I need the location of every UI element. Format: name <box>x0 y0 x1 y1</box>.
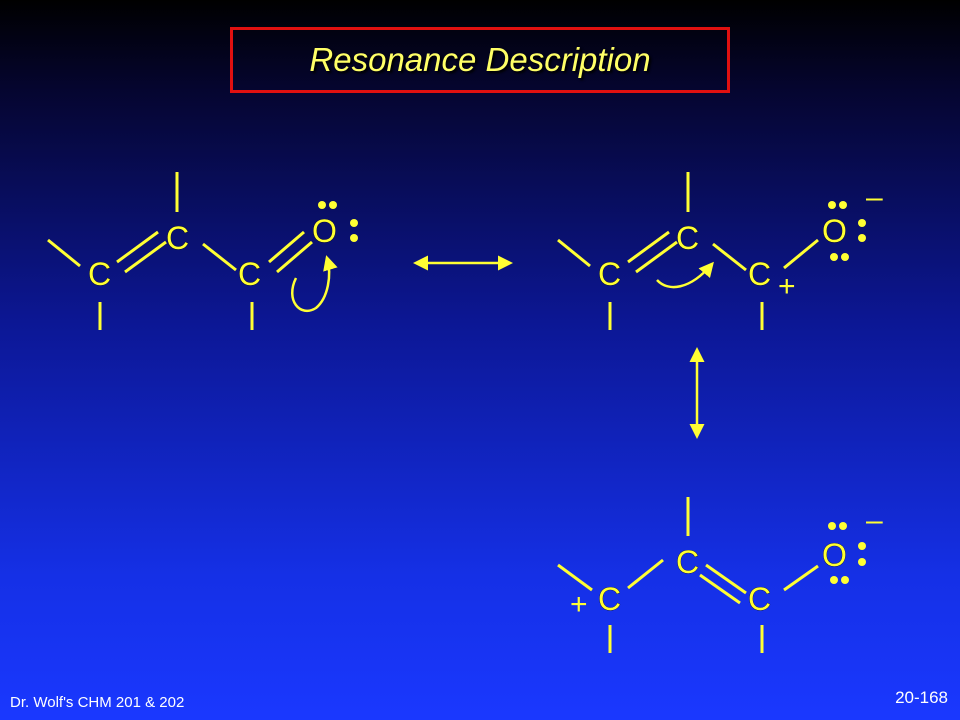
lone-pair-dot <box>350 234 358 242</box>
title-box: Resonance Description <box>230 27 730 93</box>
single-bond-co <box>783 564 819 592</box>
slide-title: Resonance Description <box>309 41 651 78</box>
atom-carbon: C <box>598 581 621 617</box>
lone-pair-dot <box>858 219 866 227</box>
lone-pair-dot <box>350 219 358 227</box>
double-bond-cc <box>116 230 159 264</box>
atom-carbon: C <box>238 256 261 292</box>
structure-1: C C C O <box>47 172 358 330</box>
positive-charge: + <box>570 588 588 621</box>
double-bond-cc <box>705 563 747 595</box>
footer-slide-number: 20-168 <box>895 688 948 707</box>
lone-pair-dot <box>828 522 836 530</box>
atom-carbon: C <box>676 220 699 256</box>
lone-pair-dot <box>830 253 838 261</box>
atom-oxygen: O <box>822 537 847 573</box>
double-bond-cc <box>699 573 741 605</box>
single-bond-cc <box>627 558 664 590</box>
single-bond-cc <box>202 242 237 272</box>
lone-pair-dot <box>841 576 849 584</box>
bond-substituent <box>557 238 591 268</box>
lone-pair-dot <box>858 558 866 566</box>
lone-pair-dot <box>839 522 847 530</box>
atom-carbon: C <box>748 581 771 617</box>
atom-oxygen: O <box>312 213 337 249</box>
atom-carbon: C <box>748 256 771 292</box>
single-bond-cc <box>712 242 747 272</box>
lone-pair-dot <box>329 201 337 209</box>
atom-carbon: C <box>676 544 699 580</box>
positive-charge: + <box>778 270 796 303</box>
lone-pair-dot <box>318 201 326 209</box>
negative-charge: – <box>866 181 883 214</box>
curved-arrow <box>290 255 338 313</box>
atom-carbon: C <box>166 220 189 256</box>
double-bond-co <box>268 230 305 264</box>
atom-carbon: C <box>88 256 111 292</box>
single-bond-co <box>783 238 819 270</box>
lone-pair-dot <box>841 253 849 261</box>
double-bond-cc <box>635 240 678 274</box>
structure-3: + C C C O – <box>557 497 883 653</box>
lone-pair-dot <box>830 576 838 584</box>
negative-charge: – <box>866 504 883 537</box>
lone-pair-dot <box>839 201 847 209</box>
curved-arrow <box>656 261 714 289</box>
bond-substituent <box>557 563 593 592</box>
lone-pair-dot <box>858 542 866 550</box>
structure-2: C C C + O – <box>557 172 883 330</box>
lone-pair-dot <box>828 201 836 209</box>
footer-course-label: Dr. Wolf's CHM 201 & 202 <box>10 694 185 711</box>
bond-substituent <box>47 238 81 268</box>
lone-pair-dot <box>858 234 866 242</box>
double-bond-cc <box>124 240 167 274</box>
atom-oxygen: O <box>822 213 847 249</box>
atom-carbon: C <box>598 256 621 292</box>
double-bond-co <box>276 240 313 274</box>
double-bond-cc <box>627 230 670 264</box>
